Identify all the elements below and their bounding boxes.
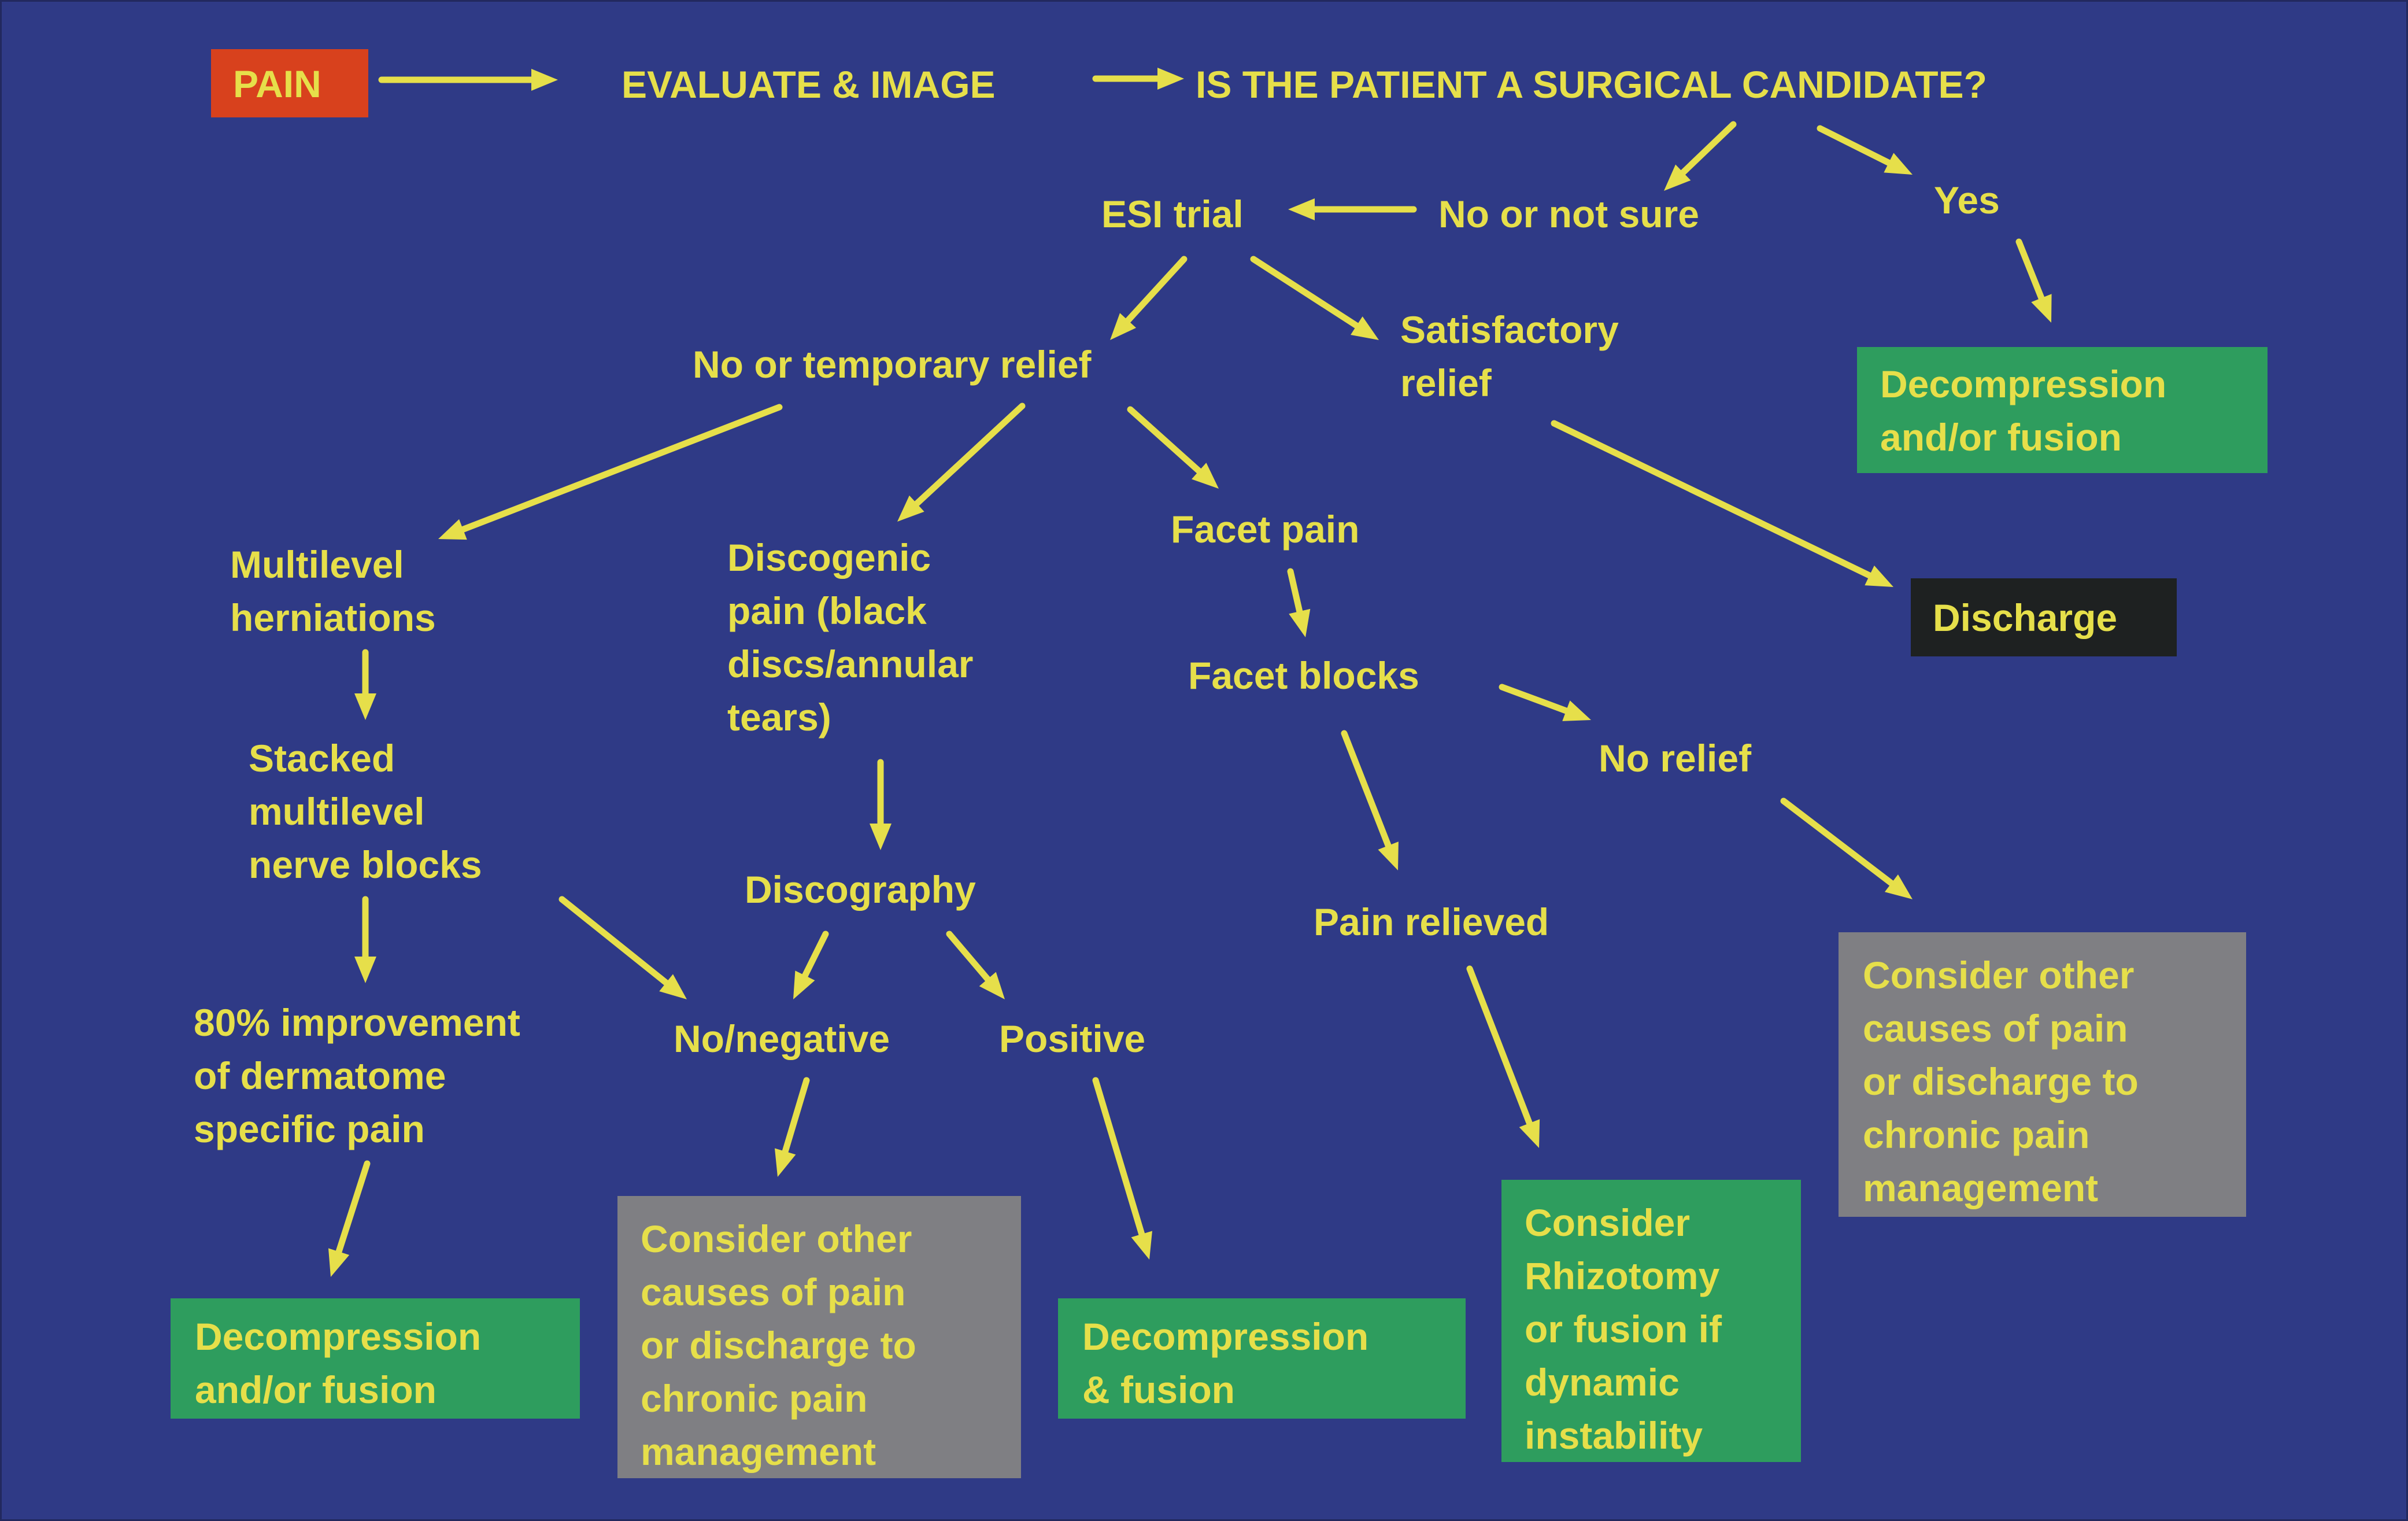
- pain-box: PAIN: [211, 49, 368, 117]
- esi-trial-label: ESI trial: [1101, 193, 1244, 235]
- arrow-no-relief-to-consider: [1780, 798, 1913, 899]
- arrow-no-negative-to-consider: [774, 1077, 810, 1177]
- arrow-blocks-to-pain-relieved: [1341, 730, 1399, 870]
- rhizotomy-fusion-box: Consider Rhizotomy or fusion if dynamic …: [1501, 1180, 1801, 1462]
- yes-label: Yes: [1934, 179, 2000, 221]
- no-or-not-sure-label: No or not sure: [1438, 193, 1700, 235]
- decompression-fusion-left-box: Decompression and/or fusion: [171, 1298, 580, 1419]
- arrow-discography-to-positive: [946, 931, 1005, 999]
- discography-label: Discography: [745, 868, 976, 911]
- pain-relieved-label: Pain relieved: [1314, 900, 1549, 943]
- arrow-stacked-to-improvement: [354, 896, 376, 983]
- discharge-box: Discharge: [1911, 578, 2177, 656]
- arrow-positive-to-decompression: [1092, 1077, 1152, 1260]
- arrow-discogenic-to-discography: [870, 759, 892, 850]
- arrow-pain-relieved-to-rhizotomy: [1466, 965, 1540, 1148]
- arrow-no-not-sure-to-esi: [1288, 198, 1417, 220]
- arrow-discography-to-no-negative: [793, 931, 829, 999]
- decompression-and-fusion-box: Decompression & fusion: [1058, 1298, 1466, 1419]
- no-negative-label: No/negative: [674, 1017, 890, 1060]
- decompression-fusion-top-box: Decompression and/or fusion: [1857, 347, 2268, 473]
- arrow-satisfactory-to-discharge: [1551, 420, 1893, 587]
- arrow-no-relief-to-facet: [1127, 406, 1219, 489]
- no-relief-label: No relief: [1599, 737, 1752, 780]
- improvement-label: 80% improvement of dermatome specific pa…: [194, 1001, 520, 1150]
- arrow-stacked-to-no-negative: [558, 896, 687, 999]
- evaluate-image-label: EVALUATE & IMAGE: [622, 63, 996, 106]
- facet-blocks-label: Facet blocks: [1188, 654, 1419, 697]
- arrow-question-to-yes: [1817, 125, 1913, 175]
- arrow-no-relief-to-multilevel: [438, 404, 783, 540]
- satisfactory-relief-label: Satisfactory relief: [1400, 308, 1619, 404]
- arrow-esi-to-no-relief: [1110, 256, 1188, 340]
- arrow-blocks-to-no-relief: [1499, 684, 1591, 721]
- arrow-esi-to-satisfactory: [1250, 256, 1379, 340]
- multilevel-herniations-label: Multilevel herniations: [230, 543, 436, 639]
- arrow-evaluate-to-question: [1092, 68, 1184, 90]
- consider-other-causes-mid-box: Consider other causes of pain or dischar…: [617, 1196, 1021, 1478]
- discogenic-pain-label: Discogenic pain (black discs/annular tea…: [727, 536, 974, 739]
- arrow-improvement-to-decompression: [328, 1160, 371, 1277]
- arrow-question-to-no-not-sure: [1664, 121, 1737, 191]
- arrow-yes-to-decompression: [2015, 238, 2052, 323]
- arrow-facet-pain-to-blocks: [1287, 568, 1311, 637]
- arrow-multilevel-to-stacked: [354, 649, 376, 720]
- no-temporary-relief-label: No or temporary relief: [693, 343, 1092, 386]
- consider-other-causes-right-box: Consider other causes of pain or dischar…: [1839, 932, 2246, 1217]
- surgical-candidate-question: IS THE PATIENT A SURGICAL CANDIDATE?: [1196, 63, 1987, 106]
- positive-label: Positive: [999, 1017, 1146, 1060]
- arrow-no-relief-to-discogenic: [897, 403, 1026, 522]
- arrow-pain-to-evaluate: [378, 69, 558, 91]
- facet-pain-label: Facet pain: [1171, 508, 1360, 551]
- stacked-nerve-blocks-label: Stacked multilevel nerve blocks: [249, 737, 482, 886]
